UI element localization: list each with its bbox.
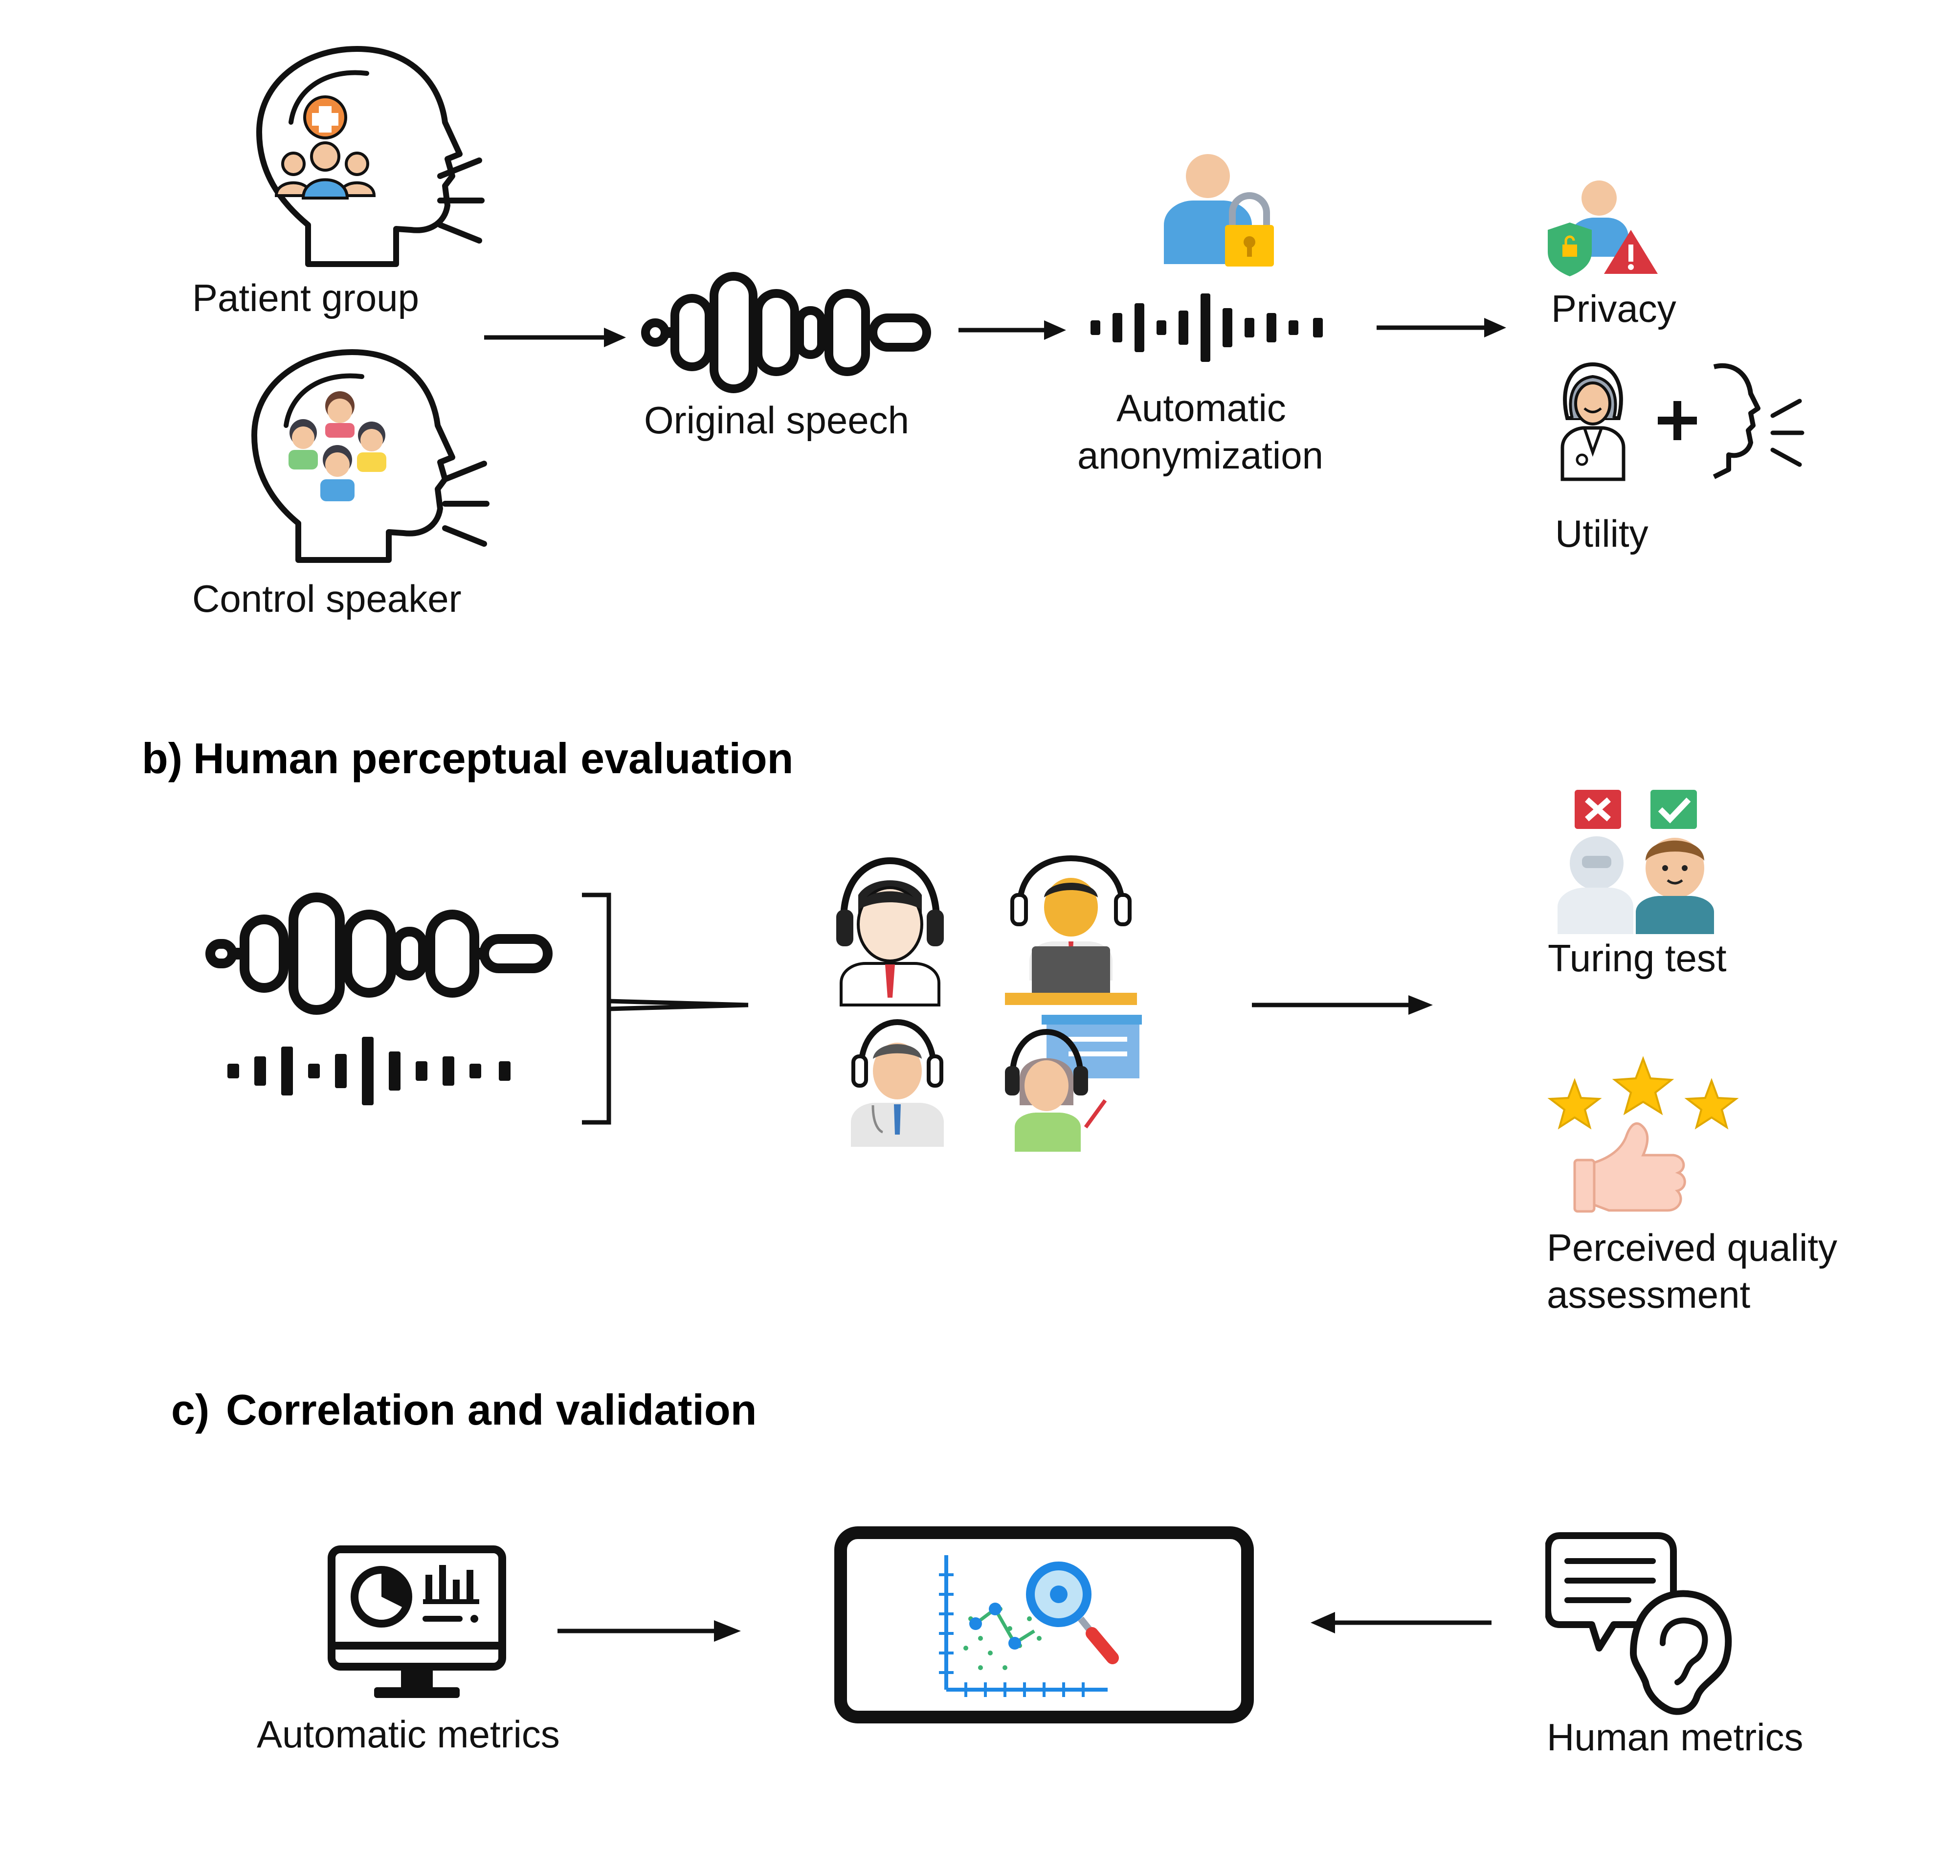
section-b-title: Human perceptual evaluation: [193, 734, 794, 782]
arrow-right-icon: [484, 323, 626, 352]
anonymized-waveform-icon: [1088, 289, 1342, 367]
arrow-right-icon: [1252, 990, 1433, 1020]
section-b-letter: b): [142, 734, 183, 782]
speaking-lines-icon: [435, 156, 494, 245]
privacy-shield-warning-icon: [1548, 179, 1660, 276]
patient-group-label: Patient group: [192, 276, 420, 319]
arrow-right-icon: [557, 1616, 741, 1646]
speaking-head-icon: [1709, 359, 1807, 482]
turing-test-label: Turing test: [1548, 937, 1727, 980]
plus-icon: [1655, 399, 1699, 443]
perceived-quality-label-line2: assessment: [1547, 1273, 1751, 1316]
arrow-right-icon: [1377, 313, 1506, 342]
speaking-lines-icon: [440, 460, 499, 548]
doctor-icon: [1558, 359, 1628, 482]
user-lock-icon: [1159, 152, 1286, 274]
anonymized-waveform-icon: [225, 1032, 538, 1110]
listener-3-icon: [846, 1017, 949, 1149]
bracket-merge-icon: [577, 893, 753, 1127]
arrow-right-icon: [958, 315, 1066, 345]
section-c-letter: c): [171, 1385, 210, 1434]
control-speaker-icon: [225, 342, 499, 567]
listener-4-icon: [1000, 1015, 1142, 1154]
patient-group-icon: [205, 39, 499, 274]
speech-waveform-icon: [205, 890, 557, 1017]
scatter-plot-magnifier-icon: [834, 1526, 1254, 1724]
privacy-label: Privacy: [1551, 287, 1676, 330]
section-c-title: Correlation and validation: [226, 1385, 757, 1434]
stars-thumbs-up-icon: [1545, 1051, 1741, 1213]
listener-1-icon: [831, 856, 949, 1007]
listener-2-icon: [1000, 853, 1142, 1007]
human-metrics-label: Human metrics: [1547, 1716, 1804, 1759]
automatic-metrics-label: Automatic metrics: [257, 1713, 560, 1756]
chat-ear-icon: [1545, 1531, 1736, 1717]
monitor-dashboard-icon: [328, 1545, 506, 1702]
automatic-anonymization-label-line1: Automatic: [1116, 386, 1286, 429]
original-speech-label: Original speech: [644, 399, 909, 442]
automatic-anonymization-label-line2: anonymization: [1077, 434, 1323, 477]
utility-label: Utility: [1555, 512, 1648, 555]
speech-waveform-icon: [641, 269, 934, 396]
robot-vs-human-check-icon: [1548, 787, 1729, 934]
arrow-left-icon: [1311, 1608, 1492, 1637]
perceived-quality-label-line1: Perceived quality: [1547, 1226, 1837, 1269]
control-speaker-label: Control speaker: [192, 577, 462, 620]
